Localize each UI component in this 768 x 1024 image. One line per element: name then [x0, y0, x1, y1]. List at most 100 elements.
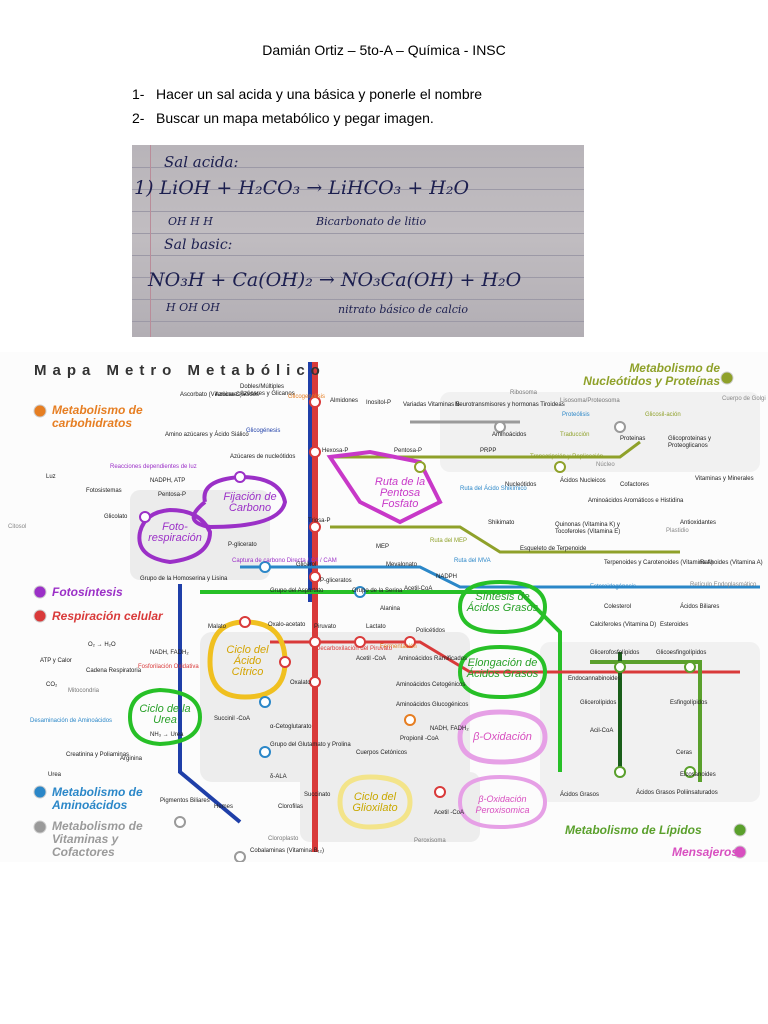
station-glutamato: Grupo del Glutamato y Prolina — [270, 742, 351, 748]
station-prpp: PRPP — [480, 448, 497, 454]
station-citosol: Citosol — [8, 524, 27, 530]
cycle-pentosa: Ruta de la Pentosa Fosfato — [374, 476, 426, 510]
station-acil: Acil-CoA — [590, 728, 614, 734]
station-dobles: Dobles/Múltiples Azúcares y Glicanos — [240, 384, 295, 397]
station-triosa: Triosa-P — [308, 518, 331, 524]
cycle-beta: β-Oxidación — [473, 731, 532, 743]
legend-photosynthesis: Fotosíntesis — [52, 585, 123, 599]
task-number: 1- — [132, 86, 145, 102]
station-o2-h2o: O₂ → H₂O — [88, 642, 116, 648]
station-succinato: Succinato — [304, 792, 331, 798]
glyox-loop — [337, 774, 413, 830]
station-acidos-grasos: Ácidos Grasos — [560, 792, 600, 798]
cycle-urea: Ciclo de la Urea — [139, 703, 191, 726]
station-glucogenicos: Aminoácidos Glucogénicos — [396, 702, 469, 708]
station-calciferoles: Calciferoles (Vitamina D) — [590, 622, 657, 628]
station-decarboxilacion: Decarboxilación del Piruvato — [316, 646, 393, 652]
map-title: Mapa Metro Metabólico — [34, 362, 326, 379]
station-homoserina: Grupo de la Homoserina y Lisina — [140, 576, 228, 582]
station-ceras: Ceras — [676, 750, 693, 756]
station-glicerofosfolipidos: Glicerofosfolípidos — [590, 650, 640, 656]
station-mitocondria: Mitocondria — [68, 688, 100, 694]
pentose-loop — [326, 449, 443, 525]
station-vitaminas-min: Vitaminas y Minerales — [695, 476, 754, 482]
station-reacciones: Reacciones dependientes de luz — [110, 464, 197, 470]
station-hemes: Hemes — [214, 804, 234, 810]
legend-respiration: Respiración celular — [52, 609, 163, 623]
nucleus-box — [440, 392, 760, 472]
station-propionil: Propionil -CoA — [400, 736, 439, 742]
acid-heading: Sal acida: — [164, 153, 239, 171]
red-cross — [270, 640, 740, 674]
legend-dot-lipids — [733, 823, 747, 837]
station-glicogenolisis: Glicogenolisis — [288, 394, 326, 400]
station-acetil-coa: Acetil -CoA — [356, 656, 387, 662]
station-lisosoma: Lisosoma/Proteosoma — [560, 398, 620, 404]
station-poliinsaturados: Ácidos Grasos Poliinsaturados — [636, 790, 718, 796]
station-pentosa-p: Pentosa-P — [394, 448, 423, 454]
station-proteolisis: Proteólisis — [562, 412, 590, 418]
station-esteroides: Esteroides — [660, 622, 689, 628]
task-text: Hacer un sal acida y una básica y ponerl… — [156, 86, 483, 102]
station-luz: Luz — [46, 474, 56, 480]
station-creatinina: Creatinina y Poliaminas — [66, 752, 130, 758]
station-peroxisoma: Peroxisoma — [414, 838, 446, 844]
task-1: 1- Hacer un sal acida y una básica y pone… — [132, 86, 482, 102]
station-policetidos: Policétidos — [416, 628, 446, 634]
legend-dot-carbohydrates — [33, 404, 47, 418]
station-fotosistemas: Fotosistemas — [86, 488, 122, 494]
station-endocannabinoides: Endocannabinoides — [568, 676, 621, 682]
station-aromaticos: Aminoácidos Aromáticos e Histidina — [588, 498, 684, 504]
station-desaminacion: Desaminación de Aminoácidos — [30, 718, 113, 724]
station-cloroplasto: Cloroplasto — [268, 836, 299, 842]
station-oxalato: Oxalato — [290, 680, 311, 686]
legend-vitamins: Metabolismo de Vitaminas y Cofactores — [52, 819, 143, 859]
station-pgliceratos: P-gliceratos — [320, 578, 352, 584]
station-mep: MEP — [376, 544, 390, 550]
station-reticulo: Retículo Endoplasmático — [690, 582, 757, 588]
station-malato: Malato — [208, 624, 227, 630]
station-retinoides: Retinoides (Vitamina A) — [700, 560, 763, 566]
station-shikimato: Shikimato — [488, 520, 515, 526]
station-aminoacidos: Aminoácidos — [492, 432, 527, 438]
station-fermentacion: Fermentación — [380, 644, 417, 650]
station-mva: Ruta del MVA — [454, 558, 491, 564]
legend-carbohydrates: Metabolismo de carbohidratos — [52, 403, 143, 430]
legend-nucleotides: Metabolismo de Nucleótidos y Proteínas — [583, 361, 720, 388]
legend-lipids: Metabolismo de Lípidos — [565, 823, 702, 837]
station-esteroidogenesis: Esteroidogénesis — [590, 584, 637, 590]
station-glicerolipidos: Glicerolípidos — [580, 700, 617, 706]
station-nadh2: NADH, FADH₂ — [430, 726, 469, 732]
legend-dot-respiration — [33, 609, 47, 623]
cycle-elongacion: Elongación de Ácidos Grasos — [466, 657, 539, 680]
station-esfingolipidos: Esfingolípidos — [670, 700, 708, 706]
station-pentosa-p2: Pentosa-P — [158, 492, 187, 498]
document-header: Damián Ortiz – 5to-A – Química - INSC — [262, 42, 506, 58]
cycle-glioxilato: Ciclo del Glioxilato — [352, 791, 398, 814]
station-pigmentos: Pigmentos Biliares — [160, 798, 210, 804]
station-oxaloacetato: Oxalo-acetato — [268, 622, 306, 628]
task-2: 2-Buscar un mapa metabólico y pegar imag… — [132, 110, 434, 126]
aa-line — [240, 565, 760, 589]
station-aminoazucares: Amino azúcares y Ácido Siálico — [165, 432, 249, 438]
station-acetil2: Acetil -CoA — [434, 810, 465, 816]
station-antioxidantes: Antioxidantes — [680, 520, 717, 526]
station-glicolato: Glicolato — [104, 514, 128, 520]
station-lactato: Lactato — [366, 624, 386, 630]
urea-loop — [128, 687, 203, 747]
acid-equation: 1) LiOH + H₂CO₃ → LiHCO₃ + H₂O — [134, 177, 470, 199]
blue-left — [178, 584, 242, 824]
beta-per-loop — [458, 774, 548, 830]
legend-dot-messengers — [733, 845, 747, 859]
station-clorofilas: Clorofilas — [278, 804, 304, 810]
er-box — [540, 642, 760, 802]
station-golgi: Cuerpo de Golgi — [722, 396, 766, 402]
legend-dot-nucleotides — [720, 371, 734, 385]
station-esqueleto: Esqueleto de Terpenoide — [520, 546, 587, 552]
station-succinil: Succinil -CoA — [214, 716, 251, 722]
station-acetil: Acetil-CoA — [404, 586, 433, 592]
station-cuerpos: Cuerpos Cetónicos — [356, 750, 408, 756]
station-glicoproteinas: Glicoproteinas y Proteoglicanos — [668, 436, 712, 449]
station-glicosilacion: Glicosil-ación — [645, 412, 681, 418]
station-nadh: NADH, FADH₂ — [150, 650, 189, 656]
